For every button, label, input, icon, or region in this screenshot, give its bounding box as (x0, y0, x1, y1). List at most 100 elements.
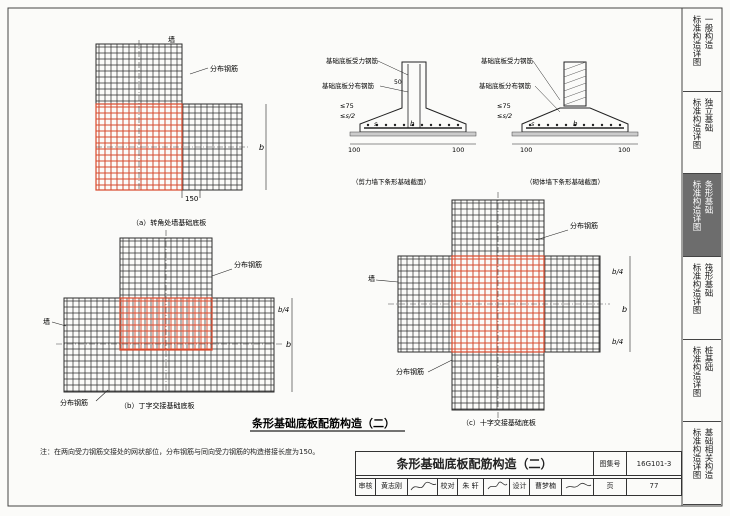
fig-a-dim-b: b (259, 143, 264, 152)
atlas-label: 图集号 (594, 452, 627, 476)
fig-a-wall-label: 墙 (168, 35, 175, 44)
masonry-dist-bar-dot (546, 123, 550, 127)
figure-a-corner-slab (95, 40, 248, 198)
masonry-dist-bar-dot (555, 123, 559, 127)
title-block: 条形基础底板配筋构造（二） 图集号 16G101-3 审核 黄志刚 校对 朱 轩… (355, 451, 682, 496)
fig-c-wall-label: 墙 (368, 274, 375, 283)
side-tab-label: 标准构造详图 (691, 345, 701, 397)
fig-a-dist-bar-label: 分布钢筋 (210, 64, 238, 73)
masonry-main-leader (532, 60, 561, 101)
side-tab[interactable]: 标准构造详图基础相关构造 (683, 422, 721, 505)
side-tab-sub: 桩基础 (703, 345, 713, 372)
side-tab-sub: 筏形基础 (703, 263, 713, 297)
fig-c-caption: （c）十字交接基础底板 (462, 418, 536, 427)
masonry-dist-bar-dot (600, 123, 604, 127)
side-tab[interactable]: 标准构造详图筏形基础 (683, 257, 721, 340)
masonry-b: b (573, 120, 578, 128)
shear-dist-bar-dot (375, 123, 379, 127)
fig-b-dist-top-leader (211, 268, 233, 277)
side-tab[interactable]: 标准构造详图条形基础 (683, 174, 721, 257)
fig-b-dim-b: b (286, 340, 291, 349)
masonry-dist-leader (534, 85, 561, 113)
fig-b-dist-bottom-leader (95, 389, 109, 402)
checker-name: 朱 轩 (458, 478, 484, 495)
shear-bedding (349, 131, 477, 137)
shear-dist-bar-dot (447, 123, 451, 127)
shear-dist-bar-dot (456, 123, 460, 127)
designer-signature-mark (565, 482, 592, 489)
side-tab-label: 标准构造详图 (691, 15, 701, 66)
fig-c-dist-top-leader (535, 229, 569, 241)
shear-b: b (410, 120, 415, 128)
masonry-hatch-line (563, 61, 587, 71)
side-tab[interactable]: 标准构造详图一般构造 (683, 9, 721, 92)
masonry-dist-bar-dot (591, 123, 595, 127)
fig-a-dim-150: 150 (185, 195, 198, 203)
side-tab[interactable]: 标准构造详图独立基础 (683, 92, 721, 175)
sheet-frame (7, 7, 723, 507)
shear-dist-bar-dot (420, 123, 424, 127)
title-block-row-divider (356, 476, 681, 479)
fig-b-wall-leader (51, 321, 67, 327)
shear-dist-bar-dot (402, 123, 406, 127)
masonry-dist-bar-dot (609, 123, 613, 127)
masonry-s: s (531, 120, 535, 128)
side-tab-sub: 一般构造 (703, 15, 713, 49)
masonry-dist-bar-dot (564, 123, 568, 127)
masonry-dist-bar-dot (573, 123, 577, 127)
shear-les2: ≤s/2 (340, 112, 355, 120)
side-tab-label: 标准构造详图 (691, 428, 701, 480)
fig-c-dim-b4-bottom: b/4 (612, 338, 623, 346)
page-number: 77 (649, 482, 659, 490)
shear-dist-bar-dot (384, 123, 388, 127)
fig-b-dist-bar-top: 分布钢筋 (234, 260, 262, 269)
masonry-dist-bar-dot (618, 123, 622, 127)
masonry-hatch-line (563, 89, 587, 99)
fig-c-wall-leader (375, 279, 399, 283)
masonry-les2: ≤s/2 (497, 112, 512, 120)
shear-dist-bar-dot (411, 123, 415, 127)
section-shear-wall (349, 61, 477, 145)
masonry-bedding (511, 131, 639, 137)
fig-a-caption: （a）转角处墙基础底板 (132, 218, 206, 227)
review-label: 审核 (356, 478, 376, 495)
masonry-le75: ≤75 (497, 102, 511, 110)
shear-dim-100-left: 100 (348, 146, 360, 154)
side-tab-label: 标准构造详图 (691, 263, 701, 314)
masonry-dist-bar-dot (537, 123, 541, 127)
check-label: 校对 (438, 478, 458, 495)
designer-name: 曹梦楠 (530, 478, 562, 495)
shear-dim-50: 50 (394, 79, 402, 86)
fig-c-dist-bar-top: 分布钢筋 (570, 221, 598, 230)
masonry-main-bar-label: 基础底板受力钢筋 (481, 56, 534, 65)
fig-c-dim-b: b (622, 305, 627, 314)
shear-dist-bar-dot (393, 123, 397, 127)
checker-signature (484, 478, 510, 495)
section-masonry-wall (511, 61, 639, 145)
side-tab[interactable]: 标准构造详图桩基础 (683, 340, 721, 423)
drawing-note: 注：在两向受力钢筋交接处的网状部位，分布钢筋与同向受力钢筋的构造搭接长度为150… (40, 447, 340, 458)
shear-le75: ≤75 (340, 102, 354, 110)
side-tab-label: 标准构造详图 (691, 97, 701, 149)
masonry-hatch-line (563, 96, 587, 106)
side-tab-sub: 条形基础 (703, 180, 713, 215)
masonry-dist-bar-dot (528, 123, 532, 127)
masonry-hatch-line (563, 68, 587, 78)
fig-a-leader (189, 67, 209, 75)
reviewer-signature-mark (410, 481, 437, 491)
side-tab-label: 标准构造详图 (691, 180, 701, 232)
fig-b-dist-bar-bottom: 分布钢筋 (60, 398, 88, 407)
side-tab-sub: 独立基础 (703, 97, 713, 132)
masonry-dist-bar-dot (582, 123, 586, 127)
shear-dist-bar-dot (438, 123, 442, 127)
shear-dist-bar-dot (429, 123, 433, 127)
reviewer-signature (408, 478, 438, 495)
fig-b-caption: （b）丁字交接基础底板 (120, 401, 194, 410)
shear-s: s (374, 120, 378, 128)
figure-c-cross-slab (388, 192, 610, 418)
masonry-dist-bar-label: 基础底板分布钢筋 (479, 81, 532, 90)
drawing-main-title: 条形基础底板配筋构造（二） (251, 416, 395, 430)
masonry-caption: （砌体墙下条形基础截面） (526, 177, 604, 186)
